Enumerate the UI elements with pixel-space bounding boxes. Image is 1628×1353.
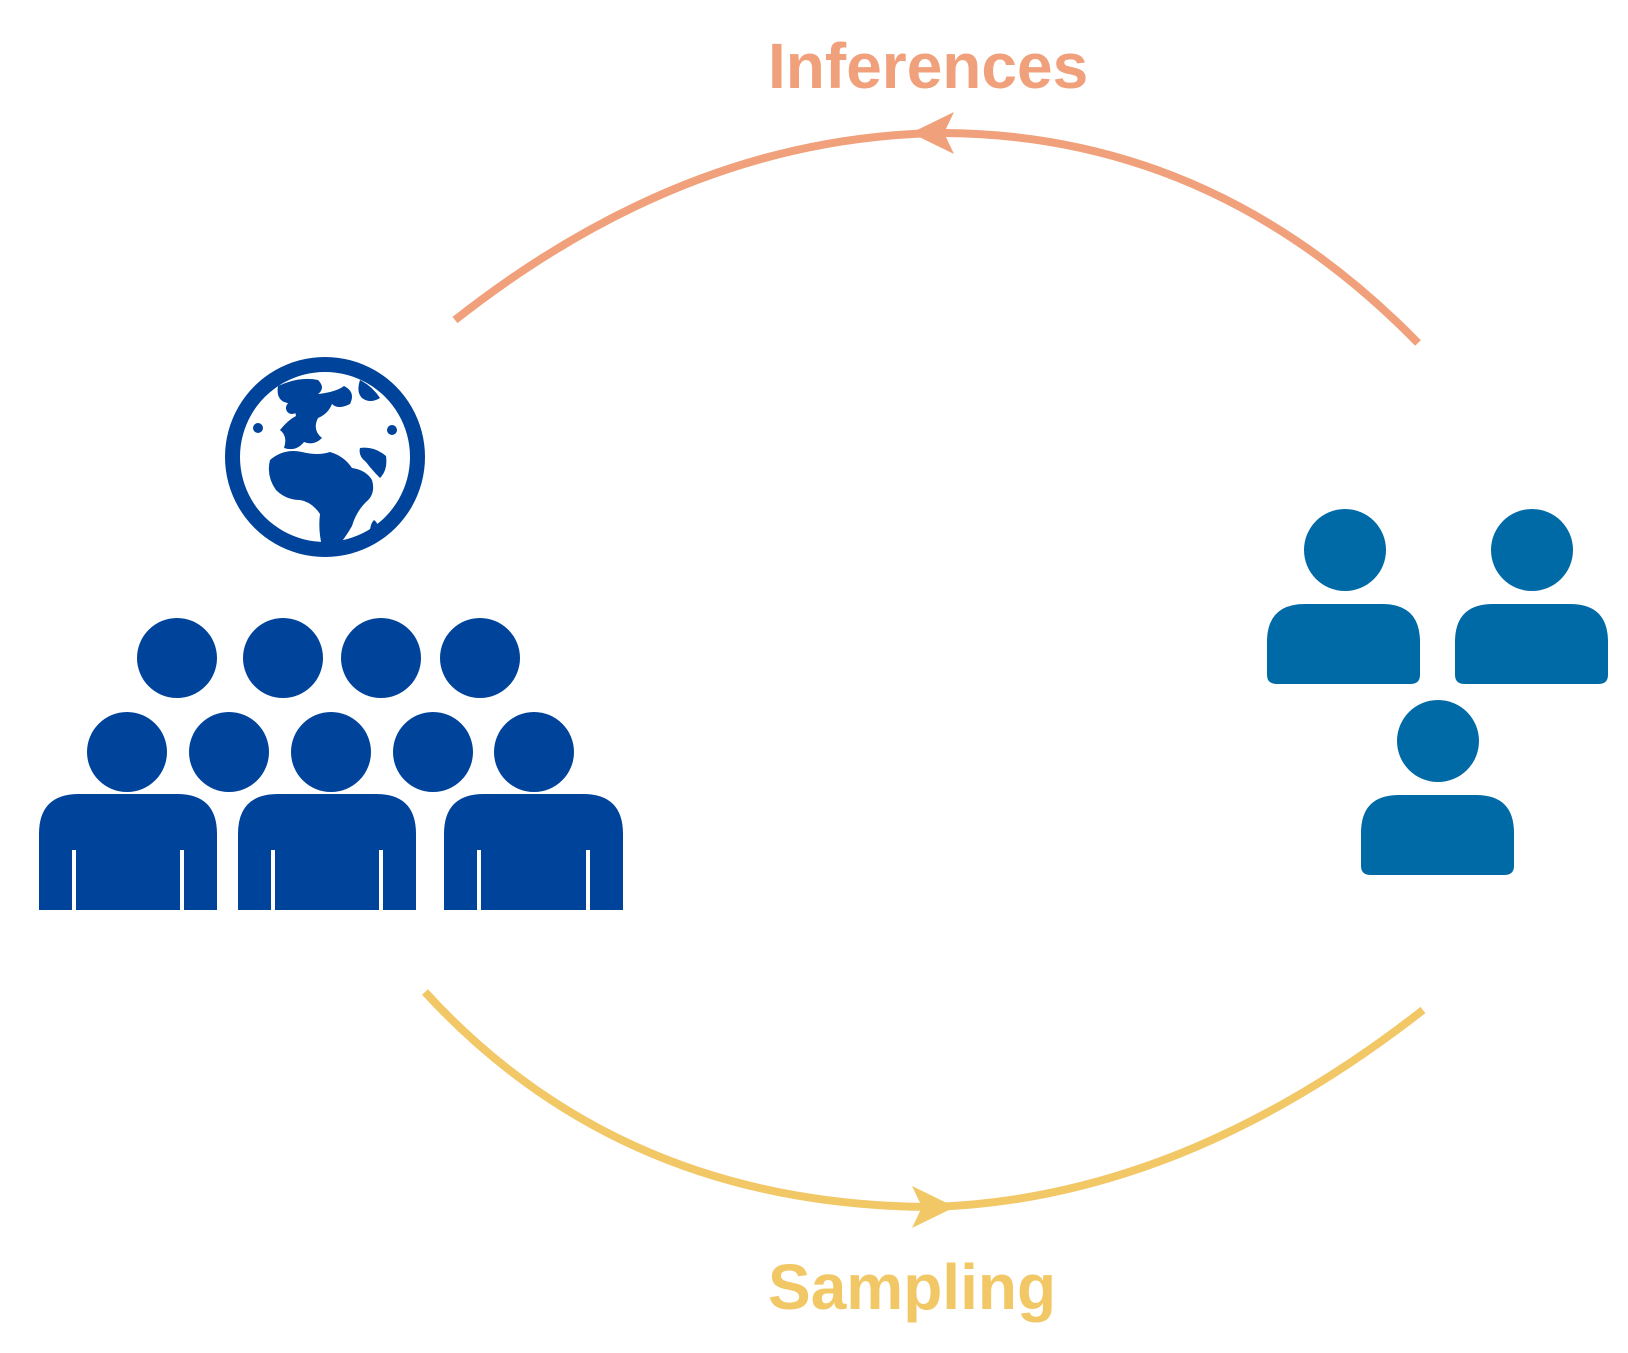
person-head bbox=[341, 618, 421, 698]
globe-icon bbox=[225, 357, 426, 557]
person-head bbox=[1304, 509, 1386, 591]
person-head bbox=[1491, 509, 1573, 591]
person-head bbox=[137, 618, 217, 698]
sampling-arc bbox=[422, 989, 1426, 1212]
person-body bbox=[1361, 795, 1514, 875]
person-head bbox=[393, 712, 473, 792]
population-group-icon bbox=[39, 618, 623, 910]
person-head bbox=[291, 712, 371, 792]
sample-group-icon bbox=[1267, 509, 1608, 875]
person-head bbox=[1397, 700, 1479, 782]
person-body bbox=[1455, 604, 1608, 684]
person-head bbox=[440, 618, 520, 698]
inferences-arc bbox=[452, 128, 1421, 346]
inferences-label: Inferences bbox=[768, 30, 1089, 102]
person-body bbox=[444, 794, 623, 910]
person-head bbox=[243, 618, 323, 698]
sampling-arrow bbox=[422, 989, 1426, 1228]
person-head bbox=[189, 712, 269, 792]
inferences-arrowhead bbox=[911, 112, 954, 154]
sampling-arrowhead bbox=[912, 1186, 955, 1228]
person-head bbox=[87, 712, 167, 792]
person-body bbox=[1267, 604, 1420, 684]
person-body bbox=[39, 794, 217, 910]
person-head bbox=[494, 712, 574, 792]
person-body bbox=[238, 794, 416, 910]
sampling-label: Sampling bbox=[768, 1251, 1057, 1323]
inferences-arrow bbox=[452, 112, 1421, 346]
